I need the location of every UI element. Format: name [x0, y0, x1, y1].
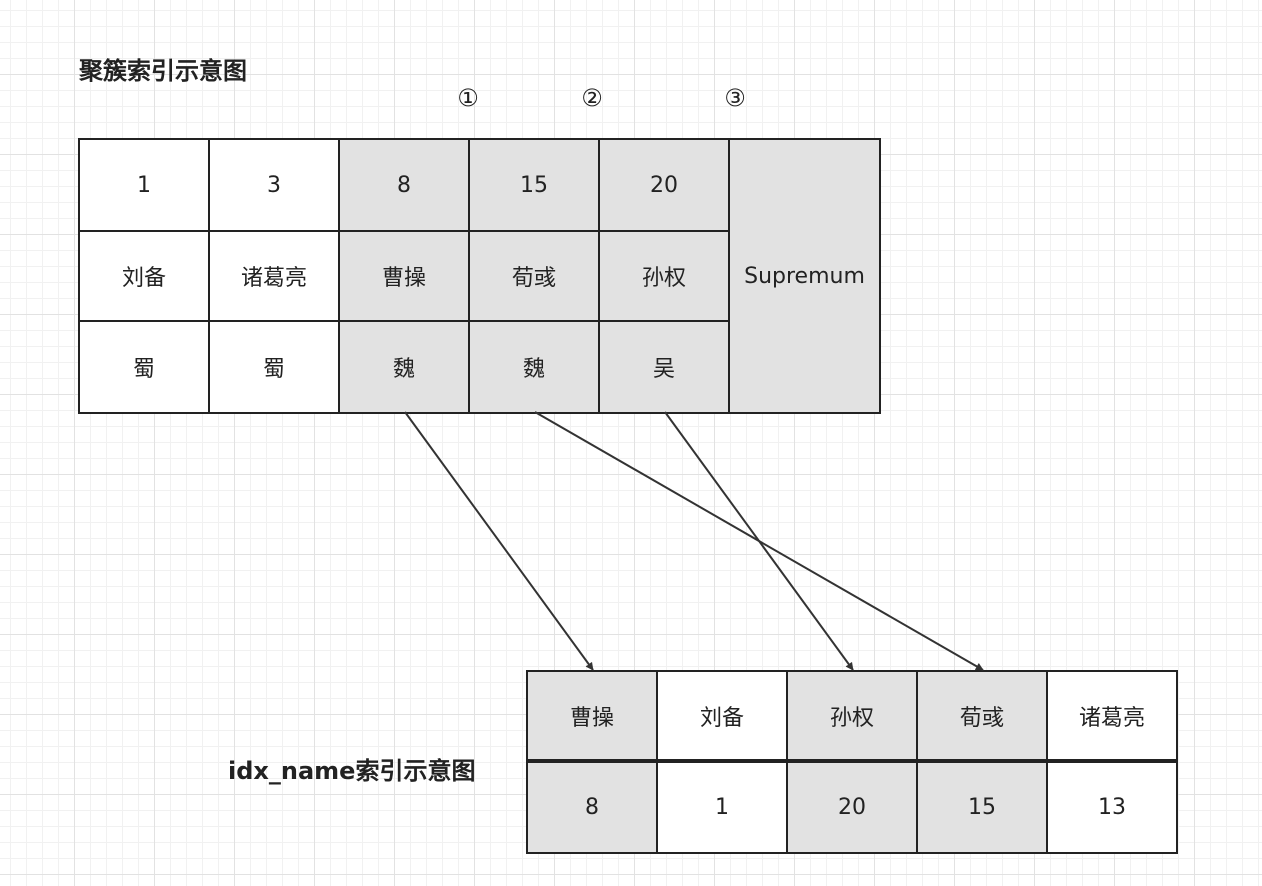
clustered-cell-kingdom: 吴	[600, 322, 730, 412]
pointer-arrow-3	[664, 411, 854, 671]
clustered-cell-id: 20	[600, 140, 730, 232]
secondary-cell-id: 15	[918, 763, 1048, 852]
pointer-arrow-1	[404, 411, 594, 671]
secondary-cell-name: 诸葛亮	[1048, 672, 1176, 763]
clustered-cell-kingdom: 蜀	[80, 322, 210, 412]
clustered-cell-name: 荀彧	[470, 232, 600, 322]
clustered-cell-name: 孙权	[600, 232, 730, 322]
secondary-cell-id: 13	[1048, 763, 1176, 852]
clustered-index-page: 1 3 8 15 20 刘备 诸葛亮 曹操 荀彧 孙权 蜀 蜀 魏 魏 吴 Su…	[78, 138, 881, 414]
pointer-arrow-2	[534, 411, 984, 671]
secondary-cell-id: 20	[788, 763, 918, 852]
clustered-cell-id: 15	[470, 140, 600, 232]
marker-1: ①	[457, 84, 479, 112]
clustered-cell-name: 曹操	[340, 232, 470, 322]
secondary-cell-name: 孙权	[788, 672, 918, 763]
secondary-cell-name: 刘备	[658, 672, 788, 763]
clustered-cell-id: 8	[340, 140, 470, 232]
clustered-cell-name: 诸葛亮	[210, 232, 340, 322]
clustered-cell-kingdom: 魏	[470, 322, 600, 412]
supremum-record: Supremum	[730, 140, 879, 412]
clustered-cell-kingdom: 魏	[340, 322, 470, 412]
secondary-cell-id: 8	[528, 763, 658, 852]
clustered-cell-id: 1	[80, 140, 210, 232]
secondary-index-page: 曹操 刘备 孙权 荀彧 诸葛亮 8 1 20 15 13	[526, 670, 1178, 854]
secondary-cell-id: 1	[658, 763, 788, 852]
clustered-cell-kingdom: 蜀	[210, 322, 340, 412]
marker-2: ②	[581, 84, 603, 112]
clustered-cell-id: 3	[210, 140, 340, 232]
marker-3: ③	[724, 84, 746, 112]
clustered-index-title: 聚簇索引示意图	[79, 57, 247, 85]
secondary-cell-name: 曹操	[528, 672, 658, 763]
secondary-cell-name: 荀彧	[918, 672, 1048, 763]
secondary-index-title: idx_name索引示意图	[228, 757, 476, 785]
clustered-cell-name: 刘备	[80, 232, 210, 322]
